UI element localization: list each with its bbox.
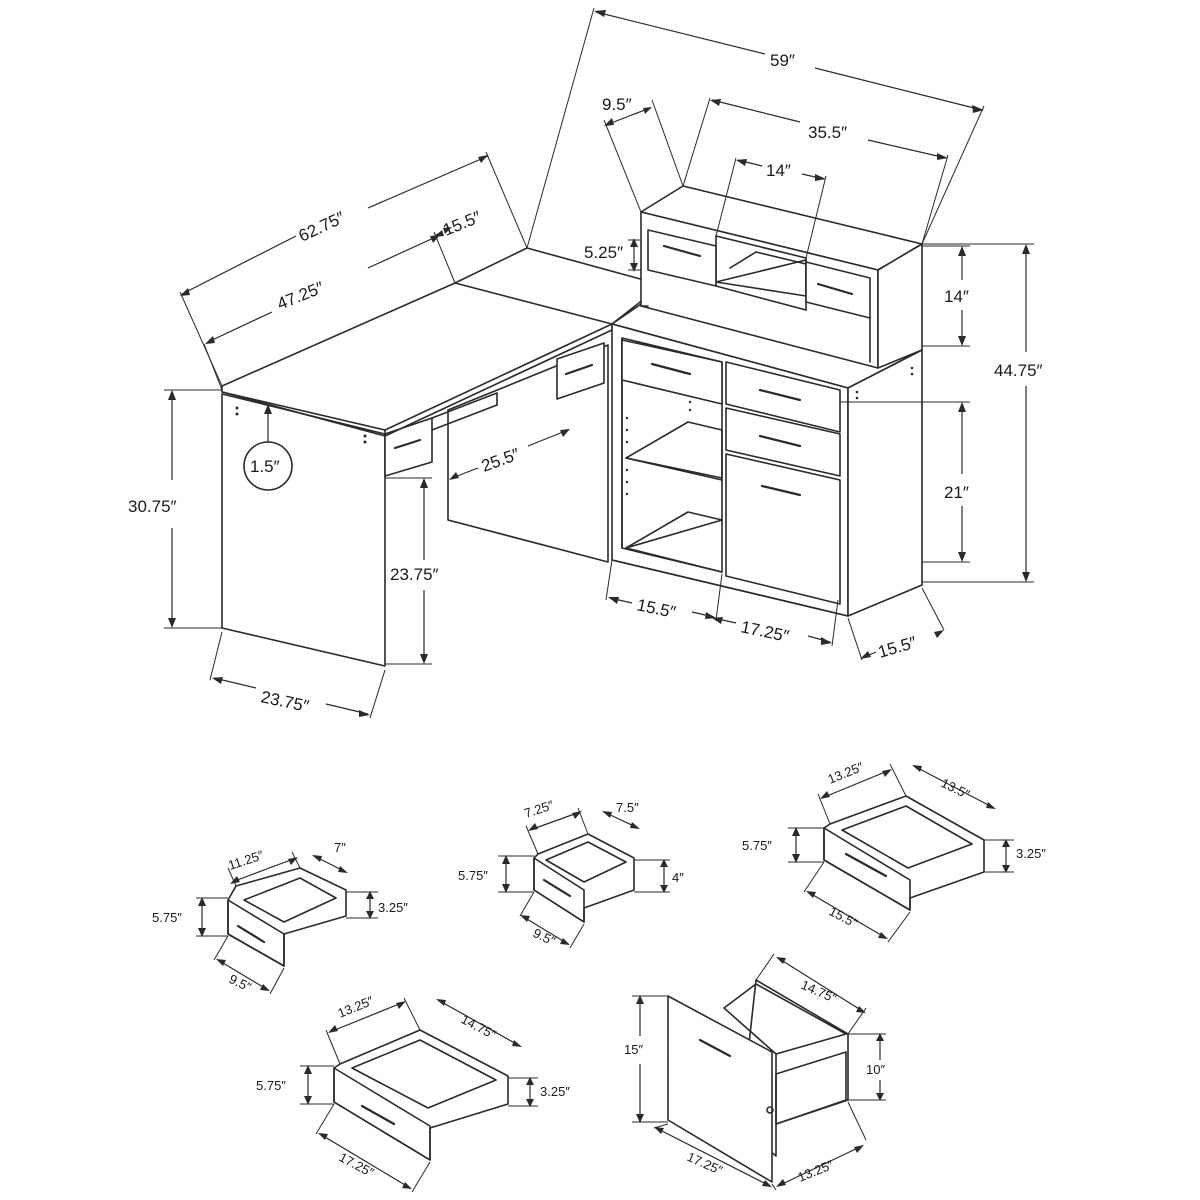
drawer-a-height: 5.75″ bbox=[152, 910, 182, 925]
label-desk-depth: 23.75″ bbox=[259, 687, 310, 716]
drawer-d-height: 5.75″ bbox=[256, 1078, 286, 1093]
drawer-b-height: 5.75″ bbox=[458, 868, 488, 883]
drawer-b-width: 7.25″ bbox=[522, 797, 555, 821]
modesty-panel bbox=[447, 344, 609, 563]
drawer-e-depth: 13.25″ bbox=[796, 1157, 836, 1185]
label-hutch-height: 14″ bbox=[944, 287, 969, 306]
drawer-d-depth: 14.75″ bbox=[459, 1011, 499, 1042]
drawer-c-front: 15.5″ bbox=[827, 903, 861, 930]
drawer-c-depth: 13.5″ bbox=[939, 775, 973, 802]
drawer-a-front: 9.5″ bbox=[227, 971, 254, 995]
drawer-c-height: 5.75″ bbox=[742, 838, 772, 853]
drawer-b-depth: 7.5″ bbox=[616, 800, 639, 815]
label-inner-length: 47.25″ bbox=[274, 278, 326, 314]
left-leg-panel bbox=[221, 393, 386, 667]
label-shelf-width: 15.5″ bbox=[635, 595, 677, 622]
label-overall-width: 59″ bbox=[770, 51, 795, 70]
drawer-c-inner-height: 3.25″ bbox=[1016, 846, 1046, 861]
label-cabinet-depth: 15.5″ bbox=[876, 633, 919, 662]
drawer-detail-e: 15″ 10″ 14.75″ 17.25″ 13.25″ bbox=[624, 953, 886, 1191]
drawer-e-width: 14.75″ bbox=[799, 977, 839, 1006]
label-hutch-opening: 14″ bbox=[766, 161, 791, 180]
label-total-height: 44.75″ bbox=[994, 361, 1043, 380]
under-drawer-box bbox=[556, 342, 605, 400]
keyboard-drawer-box bbox=[384, 417, 433, 477]
drawer-e-inner-height: 10″ bbox=[866, 1062, 885, 1077]
label-corner-depth: 15.5″ bbox=[440, 207, 483, 239]
l-shaped-desk bbox=[221, 247, 645, 667]
drawer-a-inner-height: 3.25″ bbox=[378, 900, 408, 915]
drawer-d-width: 13.25″ bbox=[336, 993, 376, 1021]
drawer-detail-c: 13.25″ 13.5″ 5.75″ 3.25″ 15.5″ bbox=[742, 759, 1046, 943]
drawer-b-inner-height: 4″ bbox=[672, 870, 684, 885]
label-hutch-drawer-height: 5.25″ bbox=[584, 243, 623, 262]
label-desk-height: 30.75″ bbox=[128, 497, 177, 516]
drawer-a-depth: 7″ bbox=[334, 840, 346, 855]
label-hutch-side: 9.5″ bbox=[602, 95, 632, 114]
label-drawer-section-width: 17.25″ bbox=[739, 617, 790, 646]
drawer-d-inner-height: 3.25″ bbox=[540, 1084, 570, 1099]
label-hutch-width: 35.5″ bbox=[808, 123, 847, 142]
drawer-e-height: 15″ bbox=[624, 1042, 643, 1057]
drawer-b-front: 9.5″ bbox=[531, 925, 558, 949]
drawer-a-width: 11.25″ bbox=[226, 847, 265, 873]
label-cabinet-height: 21″ bbox=[944, 483, 969, 502]
drawer-detail-a: 11.25″ 7″ 5.75″ 3.25″ 9.5″ bbox=[152, 840, 408, 995]
hutch bbox=[640, 185, 923, 369]
drawer-detail-b: 7.25″ 7.5″ 5.75″ 4″ 9.5″ bbox=[458, 797, 684, 949]
label-knee-height: 23.75″ bbox=[390, 565, 439, 584]
drawer-d-front: 17.25″ bbox=[337, 1149, 377, 1180]
drawer-detail-d: 13.25″ 14.75″ 5.75″ 3.25″ 17.25″ bbox=[256, 993, 570, 1193]
label-top-thickness: 1.5″ bbox=[250, 457, 280, 476]
storage-cabinet bbox=[611, 301, 923, 617]
label-left-depth: 62.75″ bbox=[296, 208, 348, 246]
